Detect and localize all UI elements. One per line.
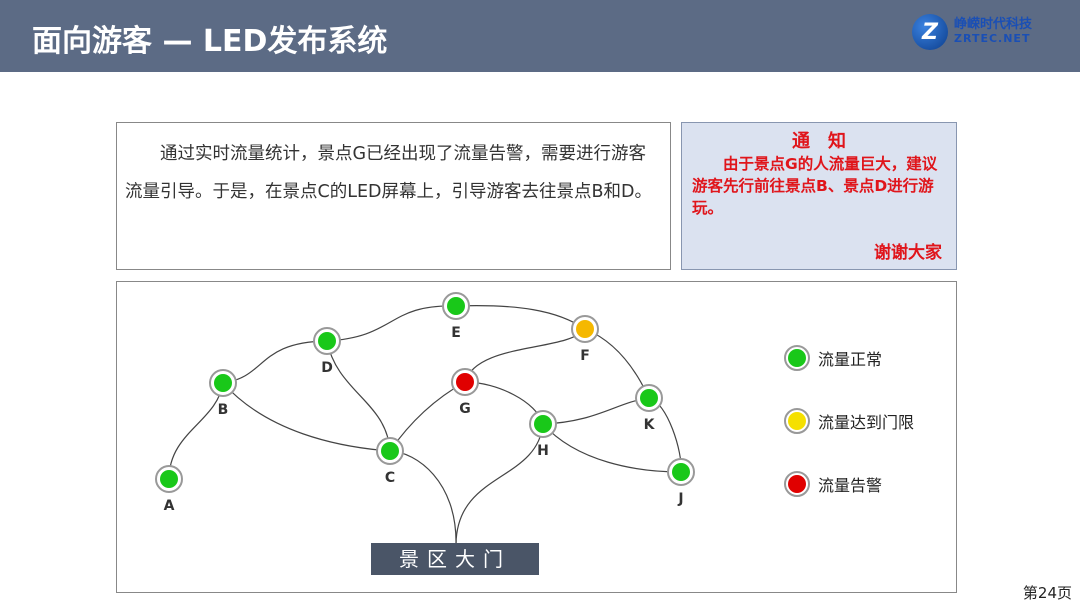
logo-cn: 峥嵘时代科技	[954, 17, 1033, 32]
notice-thanks: 谢谢大家	[874, 243, 942, 263]
status-dot-icon	[534, 415, 552, 433]
status-dot-icon	[318, 332, 336, 350]
path-B-C	[222, 382, 391, 452]
path-D-C	[326, 340, 391, 452]
status-dot-icon	[640, 389, 658, 407]
header-bar: 面向游客 — LED发布系统 Z 峥嵘时代科技 ZRTEC.NET	[0, 0, 1080, 72]
spot-G: G	[451, 368, 479, 417]
path-C-GATE	[389, 450, 457, 545]
status-dot-icon	[672, 463, 690, 481]
path-D-E	[326, 305, 457, 342]
spot-A: A	[155, 465, 183, 514]
spot-J: J	[667, 458, 695, 507]
path-H-K	[542, 397, 650, 425]
logo-en: ZRTEC.NET	[954, 32, 1031, 45]
path-H-J	[542, 423, 682, 473]
status-dot-icon	[381, 442, 399, 460]
spot-label: D	[321, 360, 333, 376]
spot-label: H	[537, 443, 549, 459]
legend-label: 流量告警	[818, 476, 883, 495]
legend-normal: 流量正常	[784, 345, 882, 371]
legend-label: 流量正常	[818, 350, 883, 369]
spot-label: K	[644, 417, 656, 433]
page-number: 第24页	[1022, 584, 1072, 602]
path-F-G	[464, 328, 586, 383]
spot-label: C	[385, 470, 395, 486]
status-dot-icon	[447, 297, 465, 315]
path-F-K	[584, 328, 650, 399]
notice-body: 由于景点G的人流量巨大，建议游客先行前往景点B、景点D进行游玩。	[692, 155, 938, 217]
spot-F: F	[571, 315, 599, 364]
path-A-B	[168, 382, 224, 480]
path-G-C	[389, 381, 466, 452]
legend-alert: 流量告警	[784, 471, 882, 497]
spot-label: J	[677, 491, 683, 507]
description-text: 通过实时流量统计，景点G已经出现了流量告警，需要进行游客流量引导。于是，在景点C…	[125, 144, 652, 202]
spot-label: E	[451, 325, 461, 341]
legend-label: 流量达到门限	[818, 413, 915, 432]
path-H-GATE	[455, 423, 544, 545]
status-dot-icon	[214, 374, 232, 392]
status-dot-icon	[160, 470, 178, 488]
path-E-F	[455, 305, 586, 330]
spot-label: B	[218, 402, 229, 418]
spot-label: G	[459, 401, 471, 417]
scenic-gate: 景区大门	[371, 543, 539, 575]
logo-icon: Z	[912, 14, 948, 50]
spot-H: H	[529, 410, 557, 459]
notice-title: 通知	[792, 131, 864, 152]
spot-label: A	[164, 498, 175, 514]
spot-C: C	[376, 437, 404, 486]
spot-B: B	[209, 369, 237, 418]
legend-threshold: 流量达到门限	[784, 408, 914, 434]
spot-D: D	[313, 327, 341, 376]
green-dot-icon	[784, 345, 810, 371]
description-box: 通过实时流量统计，景点G已经出现了流量告警，需要进行游客流量引导。于是，在景点C…	[116, 122, 671, 270]
spot-K: K	[635, 384, 663, 433]
scenic-map: A B C D E F G H K J	[155, 292, 695, 545]
scenic-map-panel: A B C D E F G H K J	[116, 281, 957, 593]
status-dot-icon	[576, 320, 594, 338]
path-B-D	[222, 340, 328, 384]
spot-E: E	[442, 292, 470, 341]
status-dot-icon	[456, 373, 474, 391]
page-title: 面向游客 — LED发布系统	[32, 24, 388, 59]
red-dot-icon	[784, 471, 810, 497]
led-notice: 通知 由于景点G的人流量巨大，建议游客先行前往景点B、景点D进行游玩。 谢谢大家	[681, 122, 957, 270]
company-logo: Z 峥嵘时代科技 ZRTEC.NET	[912, 14, 1032, 50]
yellow-dot-icon	[784, 408, 810, 434]
spot-label: F	[580, 348, 590, 364]
